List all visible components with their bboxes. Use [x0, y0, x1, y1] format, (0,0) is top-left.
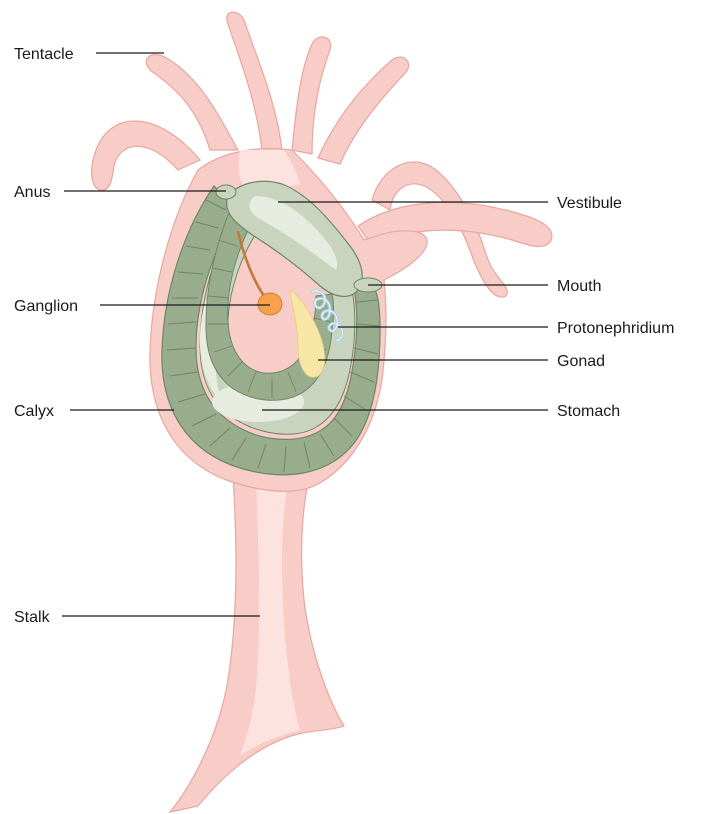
label-stalk: Stalk [14, 609, 51, 626]
tentacle-tall [227, 12, 282, 150]
label-vestibule: Vestibule [557, 195, 622, 212]
tentacle-middle [292, 37, 331, 154]
label-tentacle: Tentacle [14, 46, 74, 63]
label-stomach: Stomach [557, 403, 620, 420]
ganglion [258, 293, 282, 315]
label-ganglion: Ganglion [14, 298, 78, 315]
anus-opening [216, 185, 236, 199]
stalk-body [170, 460, 344, 812]
label-protonephridium: Protonephridium [557, 320, 674, 337]
tentacle-right-up [318, 57, 409, 164]
tentacle-far-left [92, 121, 200, 190]
label-anus: Anus [14, 184, 50, 201]
label-gonad: Gonad [557, 353, 605, 370]
label-calyx: Calyx [14, 403, 54, 420]
label-mouth: Mouth [557, 278, 601, 295]
